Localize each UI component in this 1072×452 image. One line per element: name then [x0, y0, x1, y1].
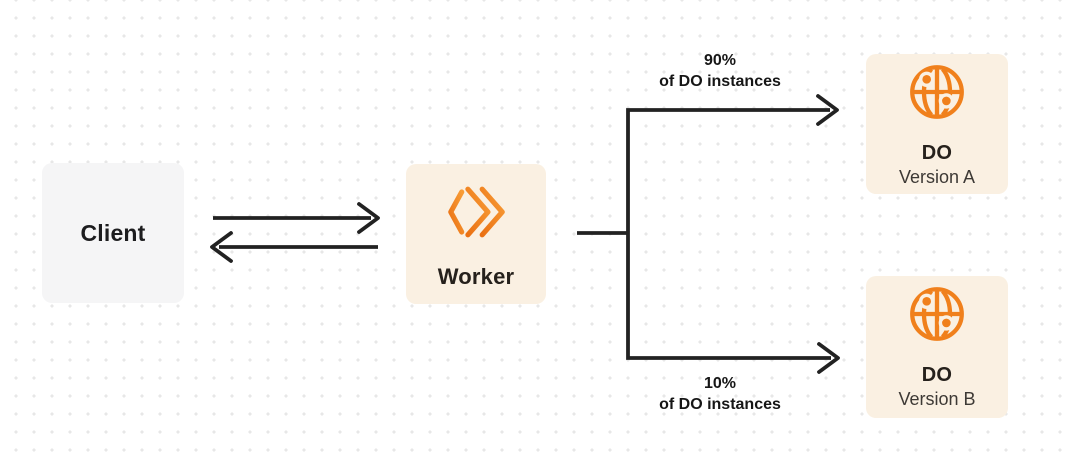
cloudflare-workers-icon — [446, 186, 506, 243]
do-version-b-node: DO Version B — [866, 276, 1008, 418]
do-version-b-subtitle: Version B — [898, 389, 976, 409]
arrow-worker-to-client — [210, 231, 378, 263]
edge-label-10-percent: 10% of DO instances — [600, 374, 840, 415]
worker-node: Worker — [406, 164, 546, 304]
edge-label-10-percent-caption: of DO instances — [659, 395, 781, 413]
do-version-a-node: DO Version A — [866, 54, 1008, 194]
client-node: Client — [42, 163, 184, 303]
worker-label: Worker — [437, 264, 515, 289]
branch-split-lines — [577, 94, 840, 374]
arrowhead-to-do-a — [816, 94, 839, 126]
arrowhead-to-do-b — [817, 342, 840, 374]
do-version-a-title: DO — [921, 142, 953, 164]
edge-label-90-percent: 90% of DO instances — [600, 51, 840, 92]
client-label: Client — [80, 219, 146, 246]
edge-label-90-percent-caption: of DO instances — [659, 72, 781, 90]
edge-label-10-percent-value: 10% — [703, 375, 737, 392]
arrow-client-to-worker — [213, 202, 380, 234]
do-version-a-subtitle: Version A — [898, 167, 976, 187]
durable-object-globe-icon — [907, 284, 967, 349]
do-version-b-title: DO — [921, 364, 953, 386]
edge-label-90-percent-value: 90% — [703, 52, 737, 69]
durable-object-globe-icon — [907, 62, 967, 127]
